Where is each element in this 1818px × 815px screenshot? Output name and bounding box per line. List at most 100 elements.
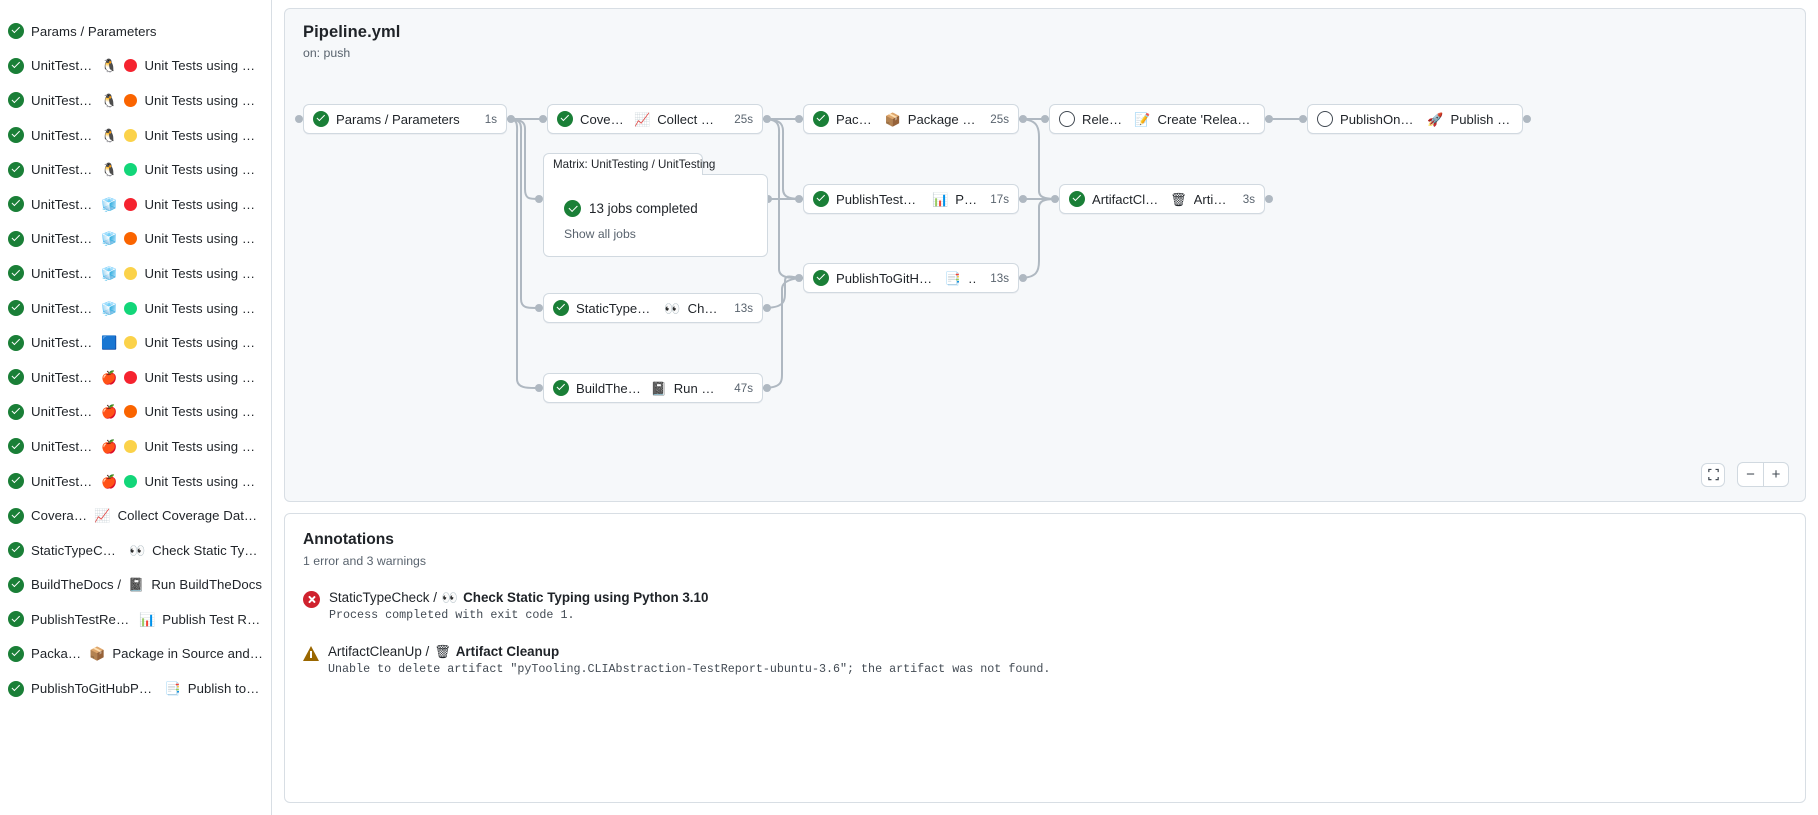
graph-node-package[interactable]: Package / 📦Package in So…25s bbox=[803, 104, 1019, 134]
annotation-job-label: StaticTypeCheck / bbox=[329, 590, 437, 605]
graph-node-artifact[interactable]: ArtifactCleanUp / 🗑Artifac…3s bbox=[1059, 184, 1265, 214]
os-icon: 📓 bbox=[128, 577, 145, 593]
sidebar-job-item[interactable]: UnitTesting / 🧊Unit Tests using Pyth… bbox=[0, 256, 271, 291]
graph-node-coverage[interactable]: Coverage / 📈Collect Cove…25s bbox=[547, 104, 763, 134]
matrix-group-tab: Matrix: UnitTesting / UnitTesting bbox=[543, 153, 715, 175]
node-output-port bbox=[1019, 195, 1027, 203]
graph-node-label: BuildTheDocs / bbox=[576, 380, 644, 396]
graph-node-label: StaticTypeCheck / bbox=[576, 300, 657, 316]
sidebar-job-label: BuildTheDocs / bbox=[31, 577, 122, 593]
success-check-icon bbox=[813, 191, 829, 207]
annotation-message: Unable to delete artifact "pyTooling.CLI… bbox=[328, 662, 1051, 676]
node-input-port bbox=[795, 115, 803, 123]
sidebar-job-label: Coverage / bbox=[31, 508, 88, 524]
sidebar-job-item[interactable]: UnitTesting / 🐧Unit Tests using Pyth… bbox=[0, 49, 271, 84]
os-icon: 📦 bbox=[89, 646, 106, 662]
success-check-icon bbox=[8, 369, 24, 386]
graph-node-label: Coverage / bbox=[580, 111, 627, 127]
success-check-icon bbox=[313, 111, 329, 127]
graph-node-duration: 17s bbox=[990, 192, 1009, 206]
os-icon: 🧊 bbox=[101, 196, 118, 212]
node-output-port bbox=[1265, 195, 1273, 203]
graph-node-typecheck[interactable]: StaticTypeCheck / 👀Chec…13s bbox=[543, 293, 763, 323]
graph-node-pypi[interactable]: PublishOnPyPI / 🚀Publish to … bbox=[1307, 104, 1523, 134]
sidebar-job-item[interactable]: UnitTesting / 🧊Unit Tests using Pyth… bbox=[0, 291, 271, 326]
sidebar-job-label: UnitTesting / bbox=[31, 369, 95, 385]
matrix-output-port bbox=[764, 195, 772, 203]
sidebar-job-item[interactable]: UnitTesting / 🧊Unit Tests using Pyth… bbox=[0, 187, 271, 222]
zoom-in-button[interactable]: + bbox=[1763, 463, 1788, 486]
python-version-dot-icon bbox=[124, 336, 138, 350]
sidebar-job-item[interactable]: UnitTesting / 🐧Unit Tests using Pyth… bbox=[0, 118, 271, 153]
step-icon: 📊 bbox=[932, 191, 949, 207]
sidebar-job-step-label: Unit Tests using Pyth… bbox=[144, 404, 263, 420]
sidebar-job-label: UnitTesting / bbox=[31, 300, 95, 316]
annotation-message: Process completed with exit code 1. bbox=[329, 608, 575, 622]
sidebar-job-item[interactable]: UnitTesting / 🍎Unit Tests using Pyth… bbox=[0, 464, 271, 499]
node-input-port bbox=[295, 115, 303, 123]
sidebar-job-item[interactable]: Params / Parameters bbox=[0, 14, 271, 49]
os-icon: 🍎 bbox=[101, 438, 118, 454]
graph-node-testres[interactable]: PublishTestResults / 📊Pu…17s bbox=[803, 184, 1019, 214]
sidebar-job-label: PublishToGitHubPages / bbox=[31, 681, 158, 697]
os-icon: 🍎 bbox=[101, 473, 118, 489]
sidebar-job-item[interactable]: UnitTesting / 🍎Unit Tests using Pyth… bbox=[0, 429, 271, 464]
os-icon: 👀 bbox=[128, 542, 146, 558]
sidebar-job-item[interactable]: PublishToGitHubPages / 📑Publish to G… bbox=[0, 671, 271, 706]
success-check-icon bbox=[8, 127, 24, 144]
sidebar-job-item[interactable]: Package / 📦Package in Source and Wh… bbox=[0, 637, 271, 672]
graph-node-duration: 1s bbox=[484, 112, 497, 126]
sidebar-job-item[interactable]: PublishTestResults / 📊Publish Test Resu… bbox=[0, 602, 271, 637]
graph-node-step-label: … bbox=[968, 271, 977, 286]
sidebar-job-step-label: Unit Tests using Pyth… bbox=[144, 438, 263, 454]
sidebar-job-step-label: Unit Tests using Pyth… bbox=[144, 335, 263, 351]
node-input-port bbox=[1299, 115, 1307, 123]
zoom-controls[interactable]: − + bbox=[1701, 462, 1789, 487]
zoom-out-button[interactable]: − bbox=[1746, 466, 1755, 483]
sidebar-job-item[interactable]: BuildTheDocs / 📓Run BuildTheDocs bbox=[0, 568, 271, 603]
sidebar-job-item[interactable]: UnitTesting / 🧊Unit Tests using Pyth… bbox=[0, 222, 271, 257]
sidebar-job-item[interactable]: UnitTesting / 🟦Unit Tests using Pyth… bbox=[0, 325, 271, 360]
node-input-port bbox=[795, 195, 803, 203]
success-check-icon bbox=[553, 300, 569, 316]
python-version-dot-icon bbox=[124, 128, 138, 142]
sidebar-job-item[interactable]: UnitTesting / 🍎Unit Tests using Pyth… bbox=[0, 395, 271, 430]
os-icon: 🐧 bbox=[101, 58, 118, 74]
graph-node-release[interactable]: Release / 📝Create 'Release P… bbox=[1049, 104, 1265, 134]
graph-node-label: Package / bbox=[836, 111, 878, 127]
show-all-jobs-link[interactable]: Show all jobs bbox=[564, 227, 636, 241]
node-output-port bbox=[507, 115, 515, 123]
sidebar-job-step-label: Unit Tests using Pyth… bbox=[144, 369, 263, 385]
python-version-dot-icon bbox=[124, 439, 138, 453]
graph-node-duration: 25s bbox=[734, 112, 753, 126]
fit-to-screen-icon bbox=[1707, 468, 1719, 481]
success-check-icon bbox=[8, 300, 24, 317]
python-version-dot-icon bbox=[124, 301, 138, 315]
os-icon: 🐧 bbox=[101, 162, 118, 178]
fit-to-screen-button[interactable] bbox=[1701, 462, 1725, 487]
sidebar-job-item[interactable]: Coverage / 📈Collect Coverage Data usi… bbox=[0, 498, 271, 533]
graph-node-ghpages[interactable]: PublishToGitHubPages / 📑… 13s bbox=[803, 263, 1019, 293]
os-icon: 🧊 bbox=[101, 265, 118, 281]
sidebar-job-item[interactable]: UnitTesting / 🐧Unit Tests using Pyth… bbox=[0, 152, 271, 187]
sidebar-job-item[interactable]: StaticTypeCheck / 👀Check Static Typing… bbox=[0, 533, 271, 568]
graph-node-step-label: Pu… bbox=[955, 191, 977, 207]
success-check-icon bbox=[8, 542, 24, 559]
success-check-icon bbox=[553, 380, 569, 396]
graph-node-duration: 25s bbox=[990, 112, 1009, 126]
sidebar-job-label: UnitTesting / bbox=[31, 92, 95, 108]
os-icon: 🐧 bbox=[101, 127, 118, 143]
workflow-title: Pipeline.yml bbox=[303, 23, 401, 41]
os-icon: 📈 bbox=[94, 508, 111, 524]
matrix-group-box[interactable]: 13 jobs completed Show all jobs bbox=[543, 174, 768, 257]
zoom-pair[interactable]: − + bbox=[1737, 462, 1789, 487]
success-check-icon bbox=[8, 92, 24, 109]
sidebar-job-item[interactable]: UnitTesting / 🐧Unit Tests using Pyth… bbox=[0, 83, 271, 118]
success-check-icon bbox=[8, 57, 24, 74]
sidebar-job-item[interactable]: UnitTesting / 🍎Unit Tests using Pyth… bbox=[0, 360, 271, 395]
graph-node-docs[interactable]: BuildTheDocs / 📓Run Buil…47s bbox=[543, 373, 763, 403]
